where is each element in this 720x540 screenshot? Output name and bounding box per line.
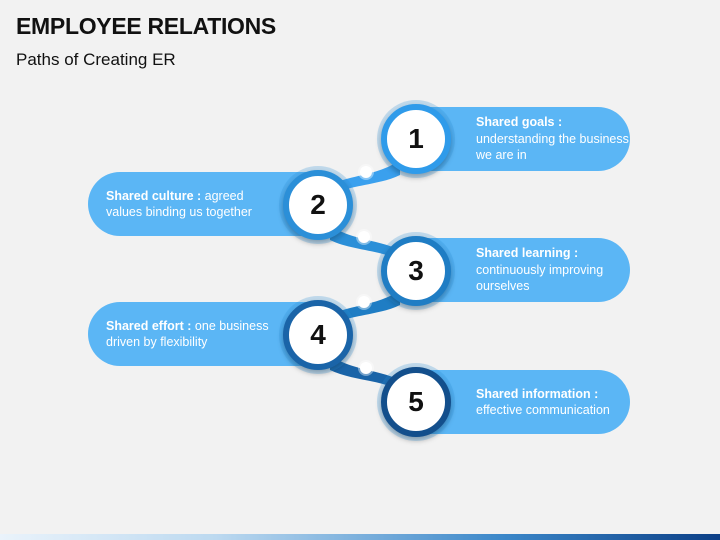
step-5-number: 5: [381, 367, 451, 437]
step-2-description: agreed values binding us together: [106, 188, 252, 220]
step-3-number: 3: [381, 236, 451, 306]
step-4-pill: Shared effort : one business driven by f…: [88, 302, 328, 366]
page-subtitle: Paths of Creating ER: [16, 50, 176, 69]
step-1-number: 1: [381, 104, 451, 174]
step-3-heading: Shared learning :: [476, 246, 579, 261]
step-4-heading: Shared effort :: [106, 318, 192, 333]
connector-dot: [360, 362, 372, 374]
bottom-accent-bar: [0, 534, 720, 540]
step-2-number: 2: [283, 170, 353, 240]
step-3-description: continuously improving ourselves: [476, 262, 604, 294]
page-title: EMPLOYEE RELATIONS: [16, 13, 276, 39]
connector-dot: [358, 296, 370, 308]
connector-dot: [358, 231, 370, 243]
step-4-description: one business driven by flexibility: [106, 318, 269, 350]
connector-dot: [360, 166, 372, 178]
step-5-heading: Shared information :: [476, 386, 599, 401]
step-2-heading: Shared culture :: [106, 188, 202, 203]
step-1-pill: Shared goals :understanding the business…: [420, 107, 630, 171]
step-1-description: understanding the business we are in: [476, 131, 629, 163]
step-1-heading: Shared goals :: [476, 115, 563, 130]
step-3-pill: Shared learning :continuously improving …: [420, 238, 630, 302]
step-5-pill: Shared information : effective communicat…: [420, 370, 630, 434]
step-5-description: effective communication: [476, 403, 610, 417]
step-4-number: 4: [283, 300, 353, 370]
